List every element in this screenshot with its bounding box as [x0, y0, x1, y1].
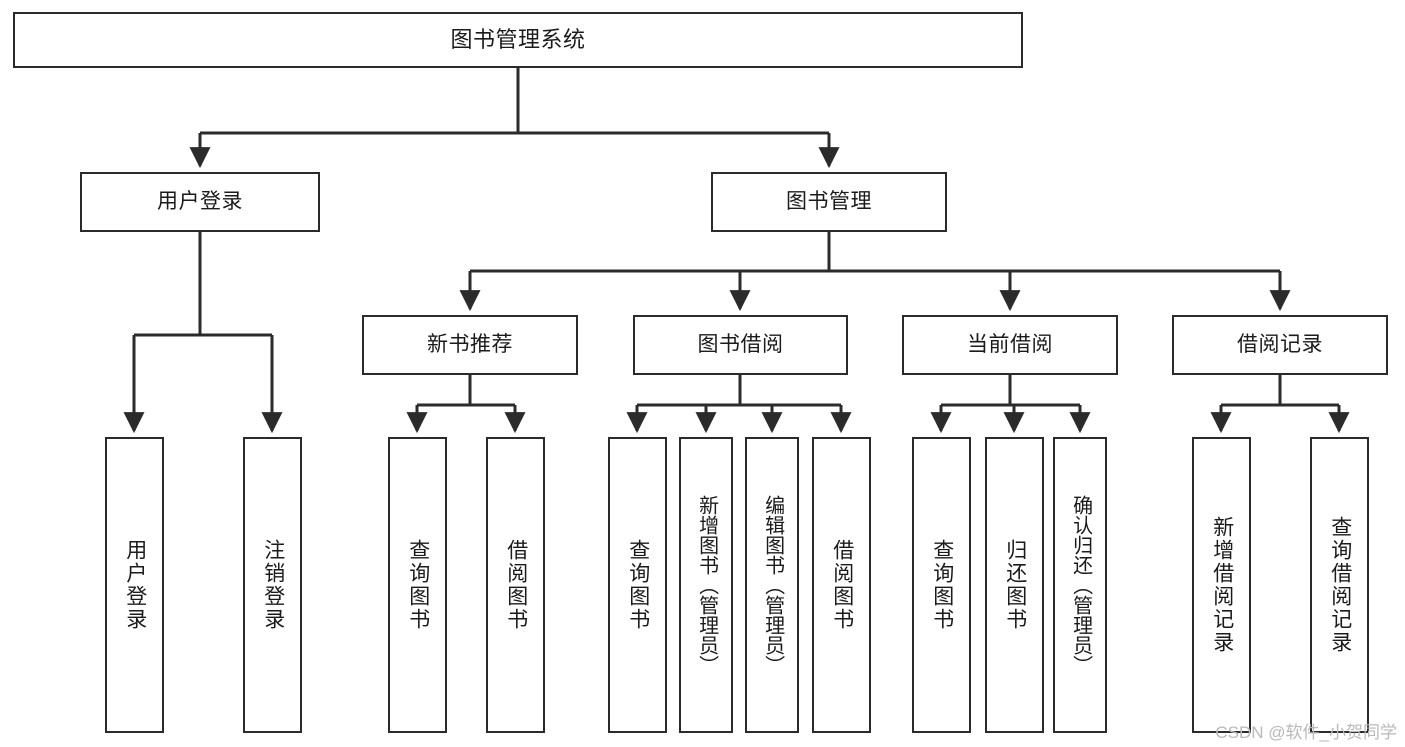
leaf-query-book-current[interactable]: 查询图书: [912, 437, 971, 733]
leaf-query-book-borrow[interactable]: 查询图书: [608, 437, 667, 733]
node-book-borrow[interactable]: 图书借阅: [633, 315, 848, 375]
node-current-borrow[interactable]: 当前借阅: [902, 315, 1118, 375]
leaf-borrow-book-recommend[interactable]: 借阅图书: [486, 437, 545, 733]
node-root[interactable]: 图书管理系统: [13, 12, 1023, 68]
node-new-book-recommend[interactable]: 新书推荐: [362, 315, 578, 375]
csdn-watermark: CSDN @软件_小贺同学: [1215, 723, 1397, 742]
leaf-add-book-admin[interactable]: 新增图书（管理员）: [679, 437, 733, 733]
node-book-manage[interactable]: 图书管理: [711, 172, 947, 232]
node-borrow-record[interactable]: 借阅记录: [1172, 315, 1388, 375]
leaf-return-book[interactable]: 归还图书: [985, 437, 1044, 733]
node-user-login[interactable]: 用户登录: [80, 172, 320, 232]
leaf-confirm-return-admin[interactable]: 确认归还（管理员）: [1053, 437, 1107, 733]
leaf-query-book-recommend[interactable]: 查询图书: [388, 437, 447, 733]
leaf-query-borrow-record[interactable]: 查询借阅记录: [1310, 437, 1369, 733]
leaf-user-logout[interactable]: 注销登录: [243, 437, 302, 733]
leaf-add-borrow-record[interactable]: 新增借阅记录: [1192, 437, 1251, 733]
leaf-edit-book-admin[interactable]: 编辑图书（管理员）: [745, 437, 799, 733]
leaf-user-login[interactable]: 用户登录: [105, 437, 164, 733]
leaf-borrow-book[interactable]: 借阅图书: [812, 437, 871, 733]
